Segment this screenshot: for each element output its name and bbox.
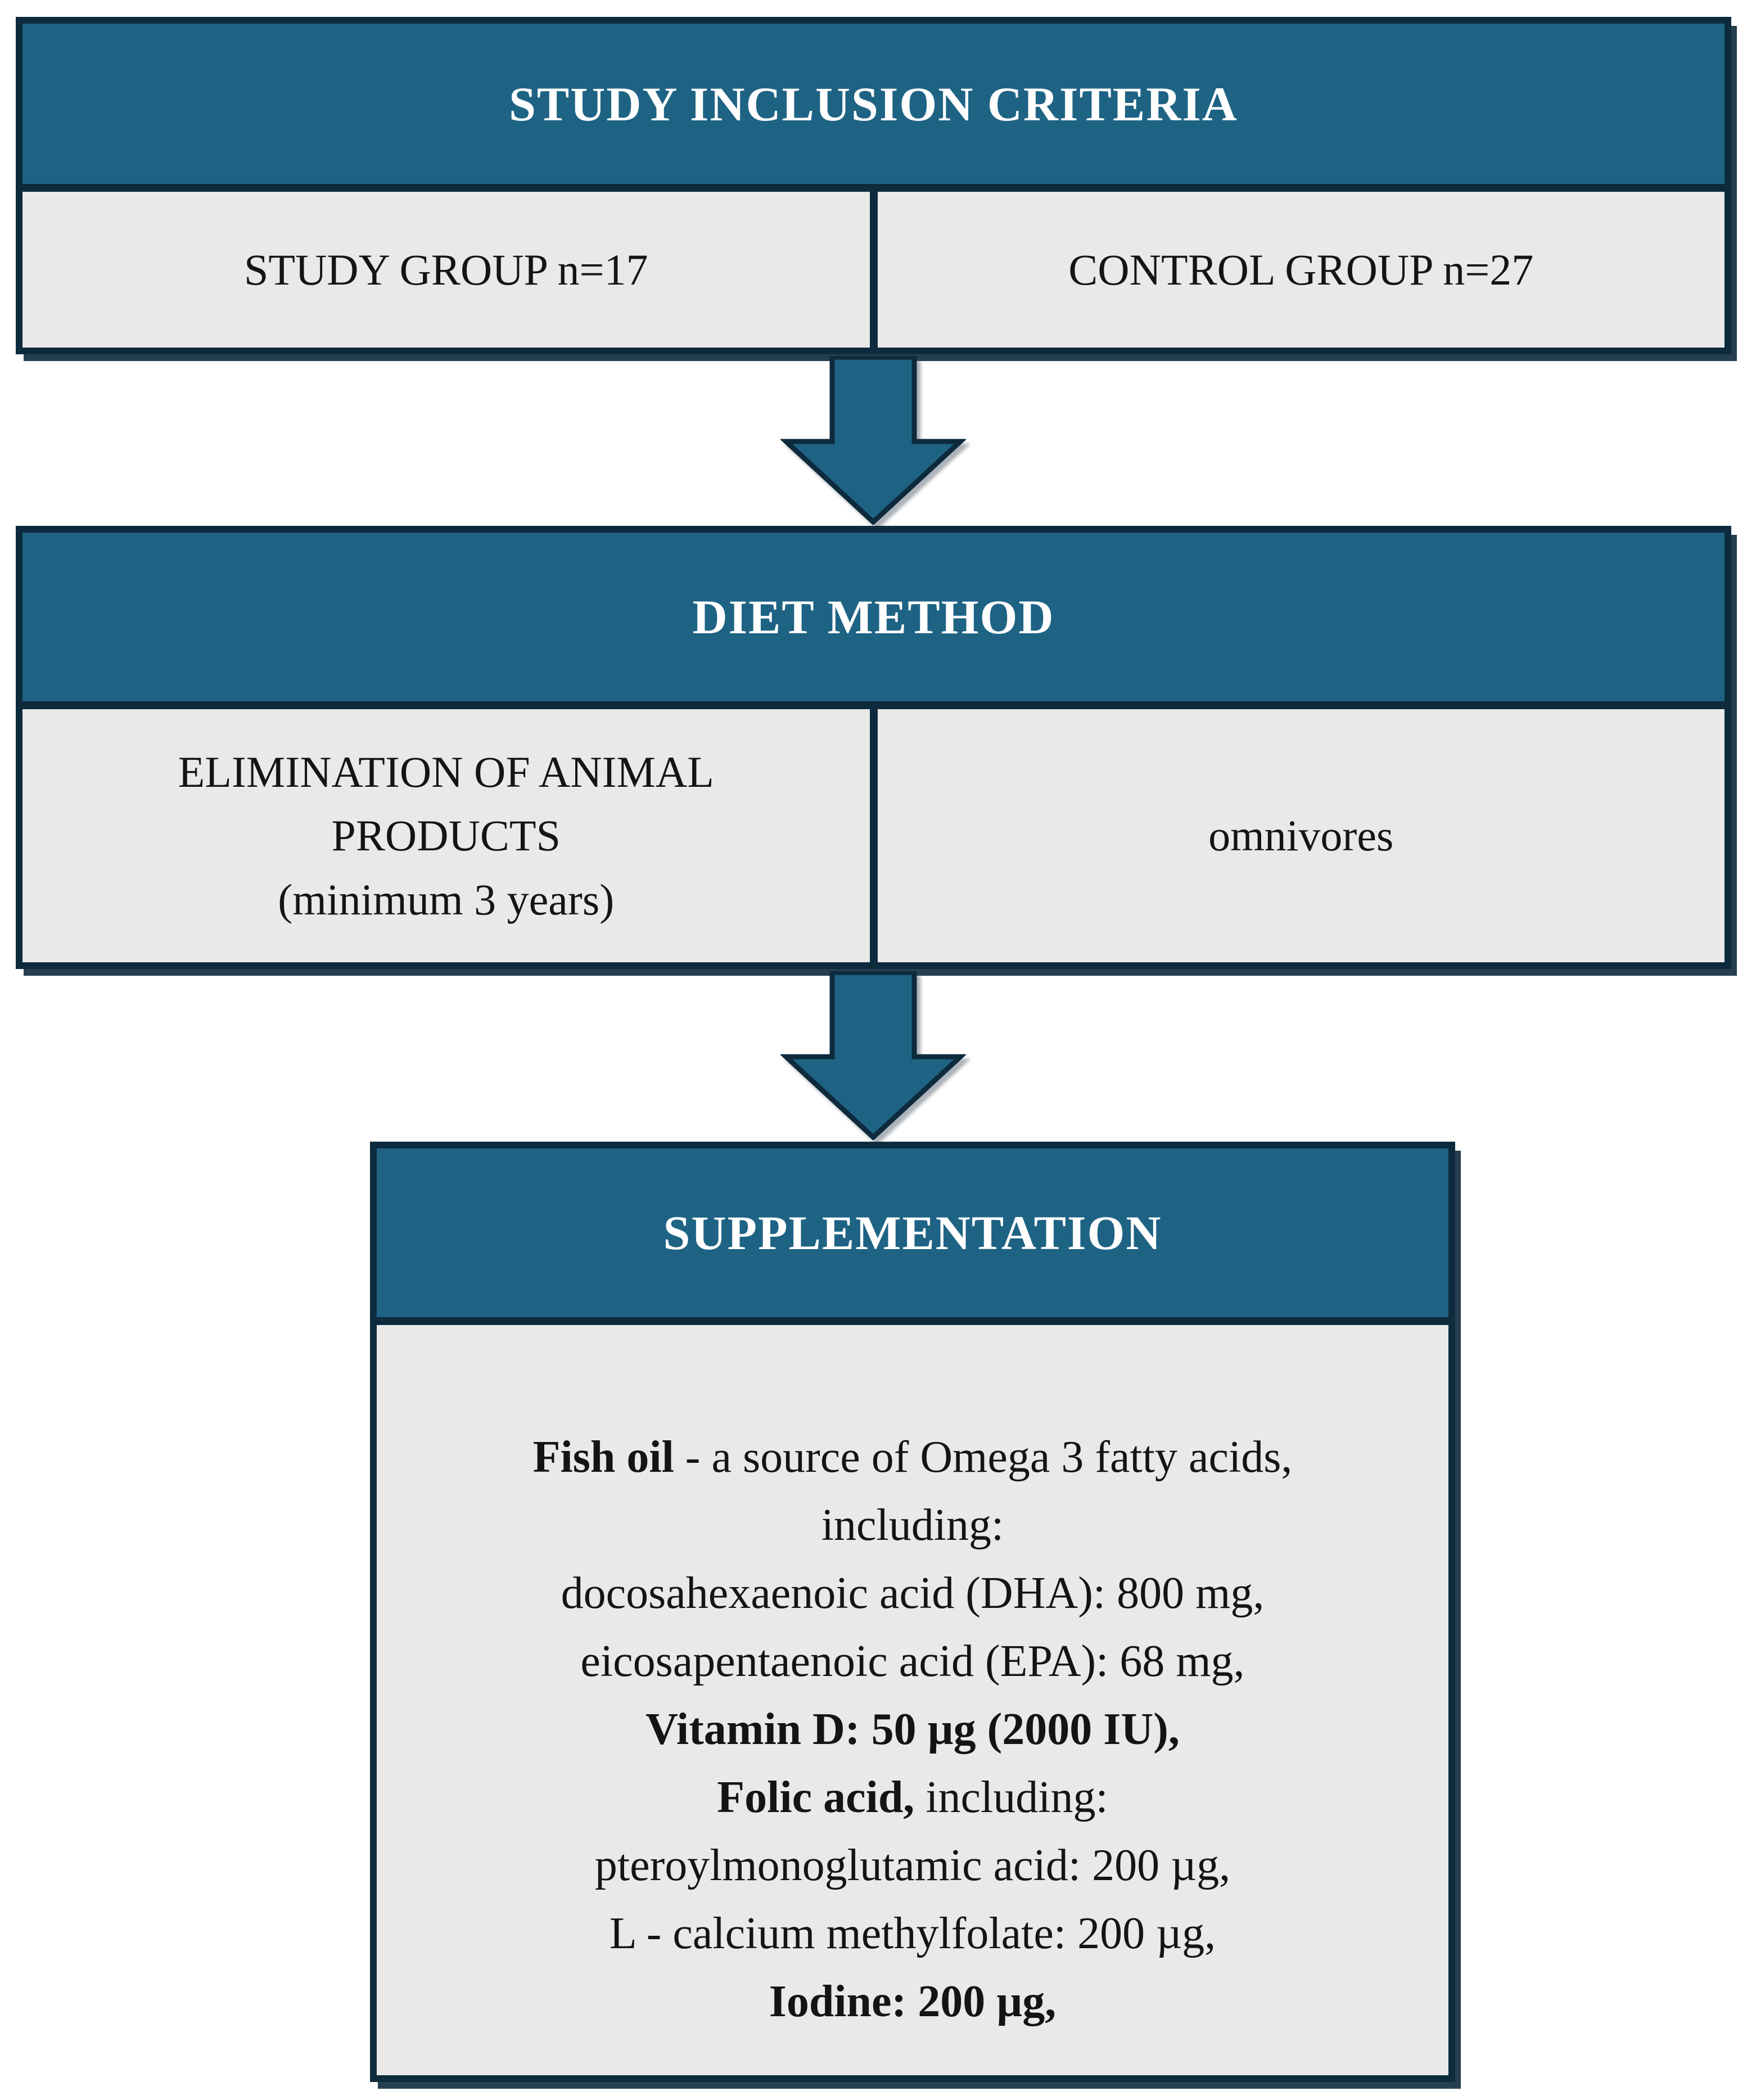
study-inclusion-criteria-row: STUDY GROUP n=17 CONTROL GROUP n=27 [22, 192, 1725, 348]
supplementation-line: Iodine: 200 µg, [769, 1977, 1057, 2026]
diet-method-box: DIET METHOD ELIMINATION OF ANIMAL PRODUC… [16, 526, 1731, 969]
diet-method-row: ELIMINATION OF ANIMAL PRODUCTS (minimum … [22, 709, 1725, 962]
down-arrow-icon [780, 356, 966, 525]
supplementation-line: Folic acid, including: [717, 1773, 1108, 1822]
supplementation-lines: Fish oil - a source of Omega 3 fatty aci… [377, 1325, 1448, 2075]
control-group-cell: CONTROL GROUP n=27 [869, 192, 1725, 348]
study-inclusion-criteria-box: STUDY INCLUSION CRITERIA STUDY GROUP n=1… [16, 17, 1731, 354]
diet-method-header: DIET METHOD [22, 533, 1725, 709]
study-group-cell: STUDY GROUP n=17 [22, 192, 870, 348]
supplementation-line: pteroylmonoglutamic acid: 200 µg, [594, 1841, 1231, 1890]
omnivores-cell: omnivores [869, 709, 1725, 962]
down-arrow-icon [780, 971, 966, 1140]
supplementation-line: eicosapentaenoic acid (EPA): 68 mg, [580, 1637, 1245, 1686]
supplementation-line: L - calcium methylfolate: 200 µg, [609, 1909, 1216, 1958]
supplementation-line: Fish oil - a source of Omega 3 fatty aci… [532, 1432, 1293, 1482]
supplementation-line: Vitamin D: 50 µg (2000 IU), [645, 1705, 1180, 1754]
supplementation-box: SUPPLEMENTATION Fish oil - a source of O… [370, 1142, 1455, 2082]
supplementation-line: docosahexaenoic acid (DHA): 800 mg, [561, 1569, 1265, 1618]
supplementation-line: including: [821, 1500, 1004, 1550]
elimination-animal-products-cell: ELIMINATION OF ANIMAL PRODUCTS (minimum … [22, 709, 870, 962]
study-inclusion-criteria-header: STUDY INCLUSION CRITERIA [22, 24, 1725, 192]
supplementation-header: SUPPLEMENTATION [377, 1148, 1448, 1325]
